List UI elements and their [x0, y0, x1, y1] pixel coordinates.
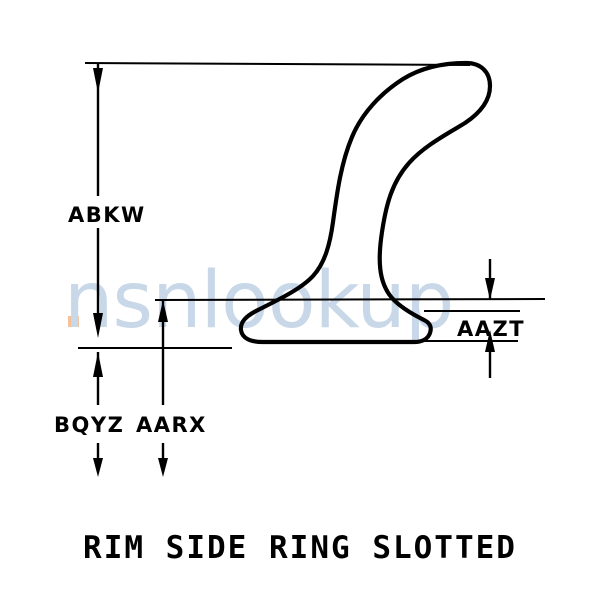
dimension-label-aarx: AARX [136, 413, 207, 437]
dimension-label-aazt: AAZT [457, 317, 525, 341]
centerline-group [154, 298, 546, 301]
aarx-arrow-top [158, 300, 168, 322]
bqyz-leader-arrow [93, 458, 103, 477]
abkw-top-extension-line [84, 62, 471, 66]
dimension-aarx: AARX [136, 300, 207, 477]
dimension-abkw: ABKW [68, 62, 471, 316]
aarx-leader-arrow [158, 458, 168, 477]
bqyz-arrow-upper [93, 313, 103, 338]
dimension-label-abkw: ABKW [68, 203, 146, 227]
aazt-arrow-down [485, 278, 495, 300]
part-centerline [154, 298, 546, 301]
watermark-text: nsnlookup [64, 256, 453, 346]
aazt-arrow-up [485, 330, 495, 352]
watermark-group: nsnlookup [64, 256, 454, 346]
dimension-aazt: AAZT [420, 259, 525, 378]
watermark-accent-dot [68, 316, 79, 327]
dimension-label-bqyz: BQYZ [54, 413, 124, 437]
figure-title: RIM SIDE RING SLOTTED [83, 530, 517, 566]
dimension-bqyz: BQYZ [54, 313, 232, 477]
abkw-arrow-down-top [93, 68, 103, 93]
